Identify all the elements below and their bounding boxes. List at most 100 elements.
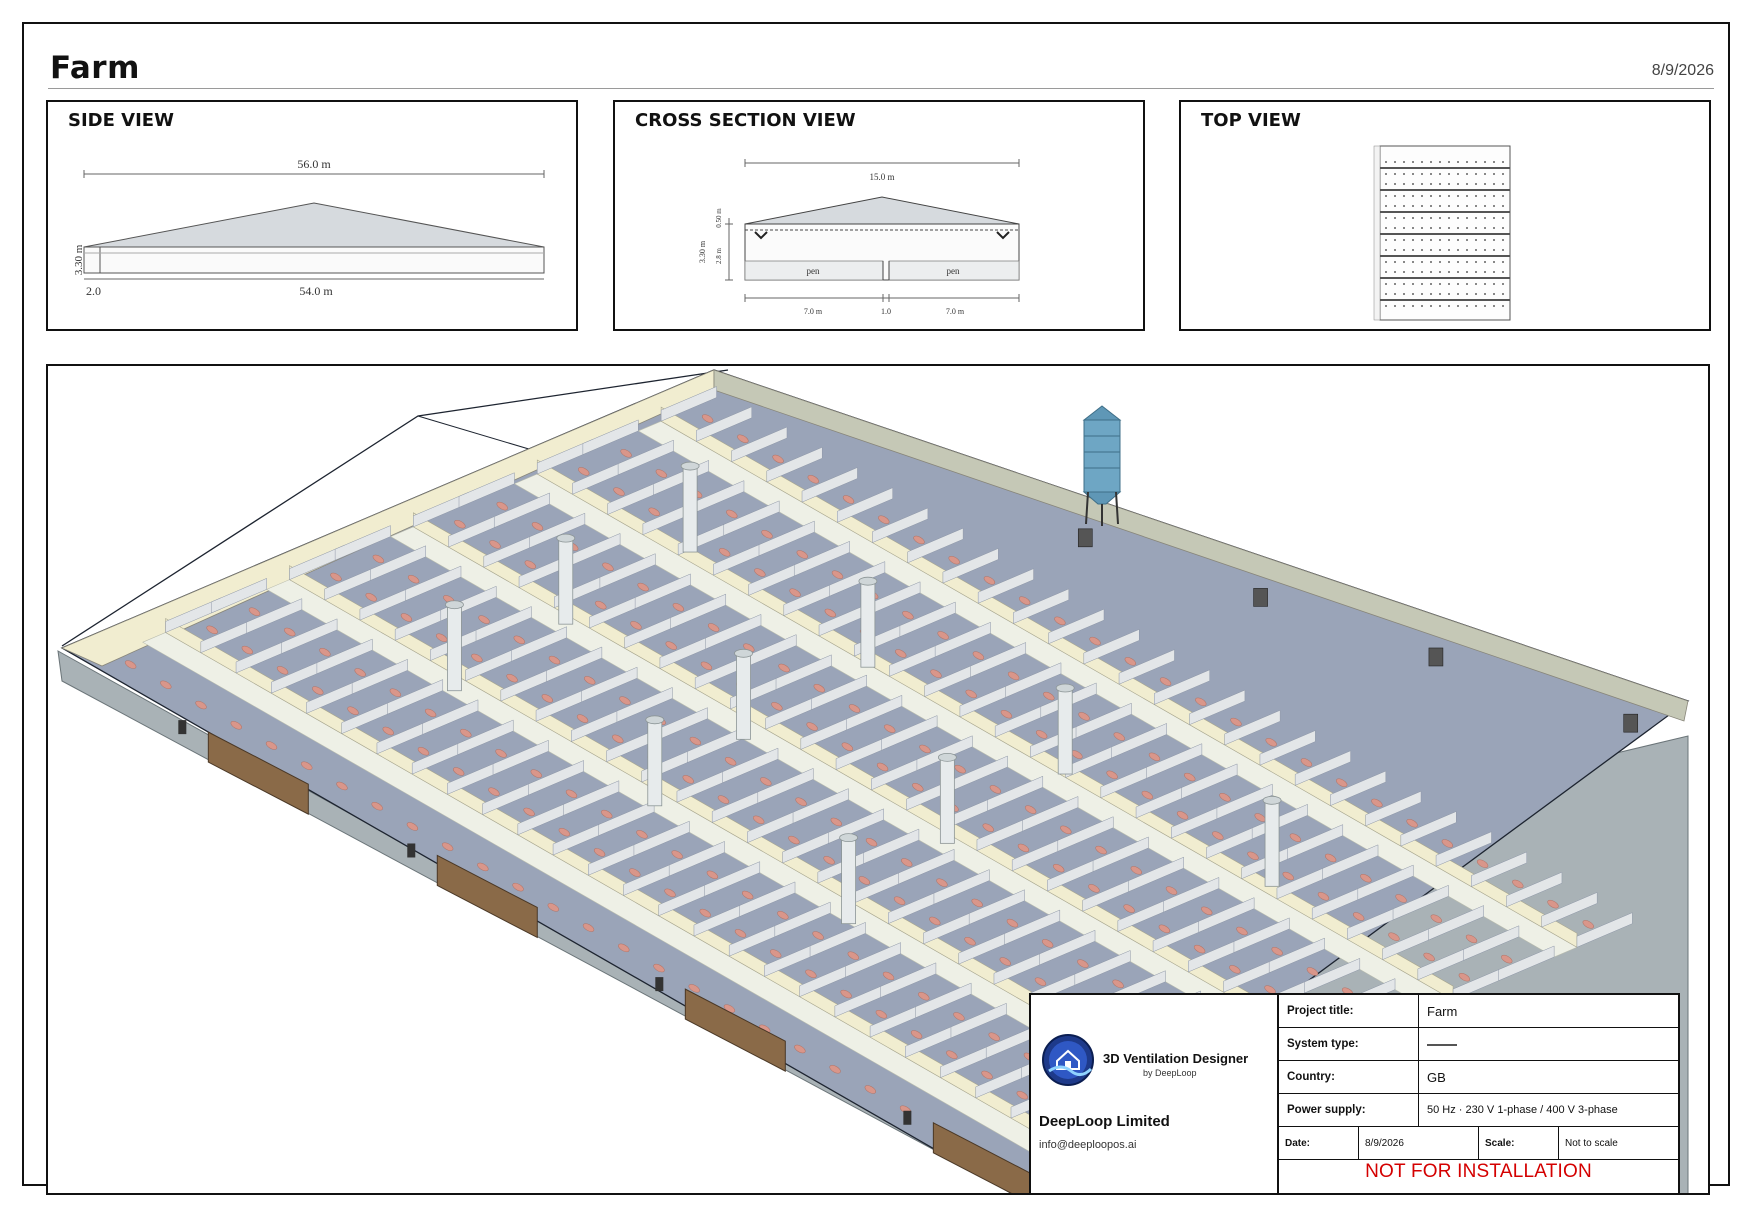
pig [301, 761, 313, 770]
pig [778, 663, 790, 673]
pig [637, 582, 649, 592]
pen-partition [528, 760, 584, 796]
top-pen-mark [1421, 227, 1423, 229]
cross-inner-height-label: 2.8 m [715, 247, 723, 264]
feed-silo [1082, 405, 1122, 526]
pig [806, 722, 818, 731]
top-pen-mark [1394, 249, 1396, 251]
top-pen-mark [1475, 283, 1477, 285]
cross-height-label: 3.30 m [698, 240, 707, 263]
pig [847, 951, 859, 960]
pig [1078, 712, 1090, 721]
pig [796, 550, 808, 559]
pig [682, 775, 694, 784]
pen-partition [968, 889, 1025, 925]
pen-partition [246, 598, 303, 634]
pig [1582, 920, 1594, 929]
pen-partition [1392, 884, 1449, 921]
ventilation-chimney [447, 604, 462, 692]
pig [619, 696, 631, 705]
pig [1306, 967, 1319, 976]
pig [948, 555, 960, 565]
pen-partition [774, 901, 831, 938]
pig [336, 781, 348, 791]
pig [895, 649, 907, 658]
top-pen-mark [1493, 205, 1495, 207]
top-pen-mark [1412, 227, 1414, 229]
pen-partition [422, 699, 479, 735]
top-pen-mark [1394, 227, 1396, 229]
top-pen-mark [1430, 305, 1432, 307]
top-pen-mark [1475, 195, 1477, 197]
pen-partition [581, 666, 638, 703]
pig [936, 878, 948, 887]
top-pen-mark [1502, 283, 1504, 285]
pen-partition [810, 674, 867, 711]
pig [1264, 985, 1276, 994]
pig [524, 560, 536, 569]
top-pen-mark [1439, 183, 1441, 185]
pig [823, 856, 835, 865]
top-pen-mark [1412, 195, 1414, 197]
deeploop-logo-icon [1042, 1034, 1094, 1086]
pen-partition [668, 841, 725, 877]
power-supply-value: 50 Hz · 230 V 1-phase / 400 V 3-phase [1427, 1104, 1618, 1116]
top-pen-mark [1466, 205, 1468, 207]
pig [1089, 636, 1101, 646]
pig [1212, 831, 1224, 840]
top-pen-mark [1448, 261, 1450, 263]
top-pen-mark [1457, 261, 1459, 263]
pig [734, 929, 747, 938]
pig [1000, 709, 1013, 719]
pig [1201, 906, 1213, 916]
header-divider [48, 88, 1714, 89]
pen-partition [1322, 844, 1379, 880]
pen-partition [529, 512, 586, 549]
pen-partition [792, 788, 849, 824]
back-side-wall [713, 369, 1689, 722]
brand-name: 3D Ventilation Designer [1103, 1051, 1249, 1066]
top-pen-mark [1385, 249, 1387, 251]
pig [1289, 833, 1302, 842]
top-pen-mark [1412, 283, 1414, 285]
pig [1043, 691, 1055, 701]
top-pen-mark [1385, 183, 1387, 185]
top-pen-mark [1502, 183, 1504, 185]
pig [584, 676, 596, 685]
pen-partition [881, 715, 938, 751]
isometric-3d-view[interactable] [46, 364, 1710, 1195]
pen-partition [809, 921, 866, 958]
ventilation-chimney [647, 719, 663, 807]
wall-inlet [178, 720, 187, 735]
title-block: 3D Ventilation Designer by DeepLoop Deep… [1029, 993, 1680, 1195]
pen-partition [723, 500, 780, 536]
date-scale-row: Date: 8/9/2026 Scale: Not to scale [1279, 1127, 1678, 1160]
top-view-panel: TOP VIEW [1179, 100, 1711, 331]
pig [795, 797, 807, 806]
pig [930, 669, 942, 678]
company-email[interactable]: info@deeploopos.ai [1039, 1139, 1137, 1151]
top-pen-mark [1457, 271, 1459, 273]
pen-partition [1039, 929, 1096, 966]
top-pen-mark [1457, 239, 1459, 241]
pen-partition [1181, 763, 1238, 799]
top-pen-mark [1466, 305, 1468, 307]
pig [655, 469, 668, 478]
pen-partition [1576, 912, 1633, 948]
pig [1336, 778, 1348, 787]
pen-partition [739, 881, 796, 917]
ventilation-chimney [558, 537, 574, 625]
side-segment-left-label: 2.0 [86, 284, 101, 298]
pig [901, 858, 913, 867]
pig [848, 704, 861, 713]
pig [531, 522, 544, 531]
pen-partition [510, 626, 567, 662]
wall-inlet [655, 977, 664, 992]
pig [400, 613, 413, 622]
top-pen-mark [1493, 173, 1495, 175]
pig [1016, 1090, 1028, 1100]
pig [424, 708, 437, 718]
pig [1077, 959, 1089, 968]
top-pen-mark [1502, 249, 1504, 251]
pig [999, 957, 1011, 966]
